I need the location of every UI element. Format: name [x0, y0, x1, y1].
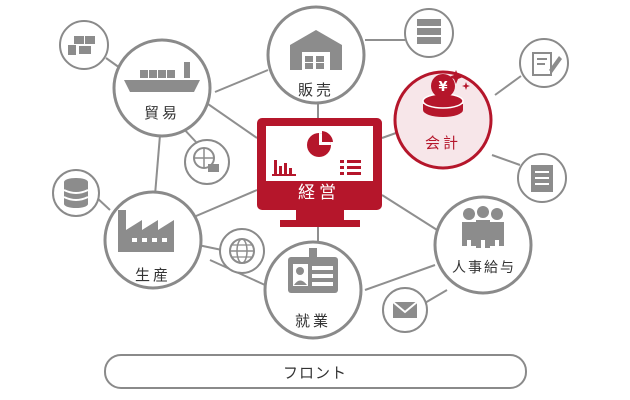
front-label: フロント	[283, 364, 347, 382]
front-bar: フロント	[104, 354, 527, 389]
globe-icon	[219, 228, 265, 274]
pie-chart-icon	[307, 131, 333, 157]
factory-icon	[118, 210, 174, 252]
mail-icon	[382, 287, 428, 333]
forklift-boxes-icon	[59, 20, 109, 70]
module-trade: 貿易	[112, 38, 212, 138]
module-employment-label: 就業	[295, 312, 331, 330]
module-hr-payroll-label: 人事給与	[452, 260, 516, 276]
cargo-ship-icon	[124, 62, 200, 92]
center-management: 経営	[257, 118, 382, 227]
globe-devices-icon	[184, 139, 230, 185]
module-hr-payroll: 人事給与	[433, 195, 533, 295]
id-card-icon	[288, 248, 338, 293]
module-sales: 販売	[266, 5, 366, 105]
module-production-label: 生産	[135, 266, 171, 284]
warehouse-icon	[290, 30, 342, 70]
document-icon	[517, 153, 567, 203]
edit-document-icon	[519, 38, 569, 88]
bar-chart-icon	[272, 160, 296, 176]
module-trade-label: 貿易	[144, 104, 180, 122]
server-icon	[404, 8, 454, 58]
yen-coins-icon: ¥	[422, 70, 470, 117]
module-accounting: ¥ 会計	[393, 70, 493, 170]
database-icon	[52, 169, 100, 217]
module-production: 生産	[103, 190, 203, 290]
module-accounting-label: 会計	[425, 134, 461, 152]
module-sales-label: 販売	[298, 81, 334, 99]
list-icon	[340, 160, 361, 175]
module-employment: 就業	[263, 240, 363, 340]
people-group-icon	[462, 206, 504, 248]
center-label: 経営	[298, 183, 340, 203]
svg-text:¥: ¥	[438, 80, 447, 95]
